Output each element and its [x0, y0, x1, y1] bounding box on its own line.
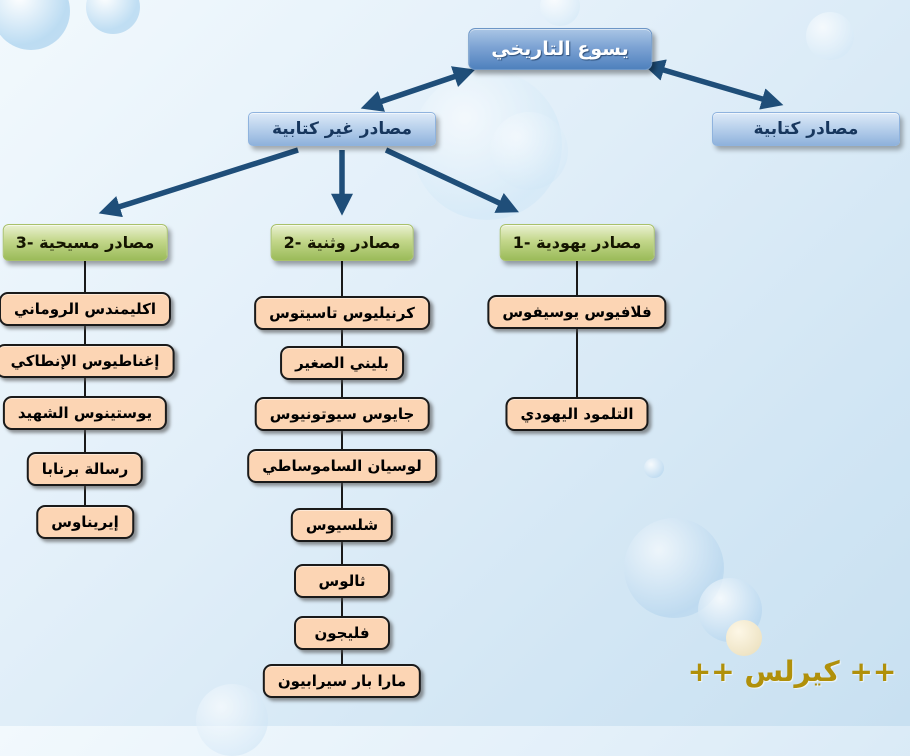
decor-bubble [196, 684, 268, 756]
leaf-phlegon: فليجون [294, 616, 390, 650]
branch-biblical-sources: مصادر كتابية [712, 112, 900, 146]
category-christian-sources: 3- مصادر مسيحية [2, 224, 168, 261]
leaf-cornelius-tacitus: كرنيليوس تاسيتوس [254, 296, 430, 330]
leaf-irenaeus: إيريناوس [36, 505, 134, 539]
decor-bubble [490, 112, 568, 190]
leaf-thallus: ثالوس [294, 564, 390, 598]
decor-bubble [806, 12, 854, 60]
leaf-gaius-suetonius: جايوس سيوتونيوس [254, 397, 430, 431]
decor-bubble [0, 0, 70, 50]
leaf-clement-of-rome: اكليمندس الروماني [0, 292, 172, 326]
leaf-epistle-of-barnabas: رسالة برنابا [26, 452, 144, 486]
decor-bubble [540, 0, 580, 26]
root-node-historical-jesus: يسوع التاريخي [468, 28, 652, 70]
leaf-justin-martyr: يوستينوس الشهيد [2, 396, 168, 430]
leaf-ignatius-of-antioch: إغناطيوس الإنطاكي [0, 344, 175, 378]
decor-bubble [726, 620, 762, 656]
signature-text: ++ كيرلس ++ [687, 655, 897, 688]
branch-non-biblical-sources: مصادر غير كتابية [248, 112, 436, 146]
leaf-lucian-of-samosata: لوسيان الساموساطي [247, 449, 437, 483]
category-pagan-sources: 2- مصادر وثنية [270, 224, 414, 261]
leaf-celsus: شلسيوس [290, 508, 394, 542]
category-jewish-sources: 1- مصادر يهودية [499, 224, 655, 261]
leaf-jewish-talmud: التلمود اليهودي [505, 397, 649, 431]
decor-bubble [644, 458, 664, 478]
leaf-flavius-josephus: فلافيوس يوسيفوس [487, 295, 667, 329]
leaf-mara-bar-serapion: مارا بار سيرابيون [262, 664, 422, 698]
leaf-pliny-the-younger: بليني الصغير [280, 346, 404, 380]
decor-bubble [86, 0, 140, 34]
